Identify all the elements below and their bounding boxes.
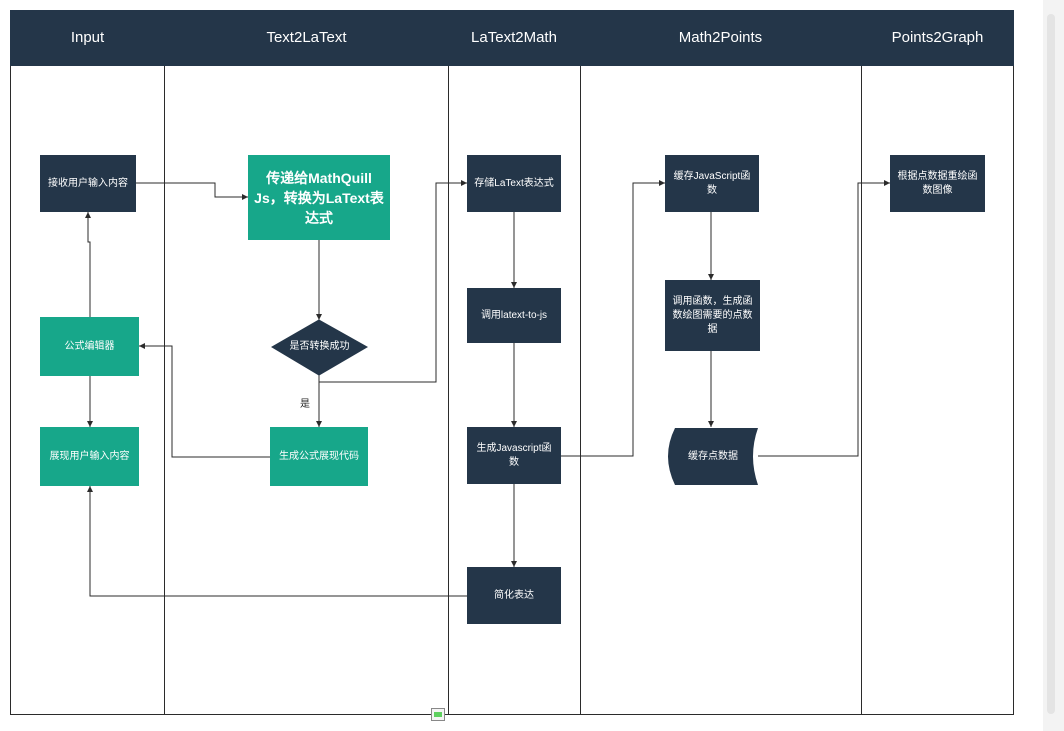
lane-title-math2points: Math2Points [678, 29, 763, 46]
edge-receive-to-mathquill [136, 182, 248, 200]
edge-gencode-to-editor [139, 343, 270, 458]
stored-data-shape [668, 428, 758, 485]
node-receive-input[interactable]: 接收用户输入内容 [40, 155, 136, 212]
page-indicator-icon [434, 712, 442, 717]
node-call-latext-to-js[interactable]: 调用latext-to-js [467, 288, 561, 343]
node-show-input[interactable]: 展现用户输入内容 [40, 427, 139, 486]
edge-label-yes: 是 [300, 399, 310, 410]
lane-title-text2latext: Text2LaText [266, 29, 347, 46]
node-cache-js-function[interactable]: 缓存JavaScript函数 [665, 155, 759, 212]
node-gen-formula-code[interactable]: 生成公式展现代码 [270, 427, 368, 486]
edge-points-to-redraw [758, 180, 890, 457]
node-cache-points[interactable]: 缓存点数据 [688, 450, 738, 462]
node-store-latext[interactable]: 存储LaText表达式 [467, 155, 561, 212]
lane-divider [448, 66, 449, 715]
node-simplify[interactable]: 简化表达 [467, 567, 561, 624]
lane-title-points2graph: Points2Graph [891, 29, 984, 46]
node-gen-js-function[interactable]: 生成Javascript函数 [467, 427, 561, 484]
decision-diamond-shape [271, 319, 369, 376]
edge-simplify-to-show [87, 486, 467, 597]
scrollbar-thumb[interactable] [1047, 14, 1055, 714]
node-pass-mathquill[interactable]: 传递给MathQuill Js，转换为LaText表达式 [248, 155, 390, 240]
edge-gen-to-cache [561, 180, 665, 457]
swimlane-header [10, 10, 1014, 66]
lane-divider [861, 66, 862, 715]
lane-title-latext2math: LaText2Math [471, 29, 557, 46]
node-formula-editor[interactable]: 公式编辑器 [40, 317, 139, 376]
edge-editor-to-receive [85, 212, 91, 317]
lane-divider [164, 66, 165, 715]
node-call-function-points[interactable]: 调用函数，生成函数绘图需要的点数据 [665, 280, 760, 351]
node-convert-success-decision[interactable]: 是否转换成功 [289, 341, 350, 352]
node-redraw-graph[interactable]: 根据点数据重绘函数图像 [890, 155, 985, 212]
page-indicator-button[interactable] [431, 708, 445, 721]
lane-title-input: Input [70, 29, 105, 46]
lane-divider [580, 66, 581, 715]
